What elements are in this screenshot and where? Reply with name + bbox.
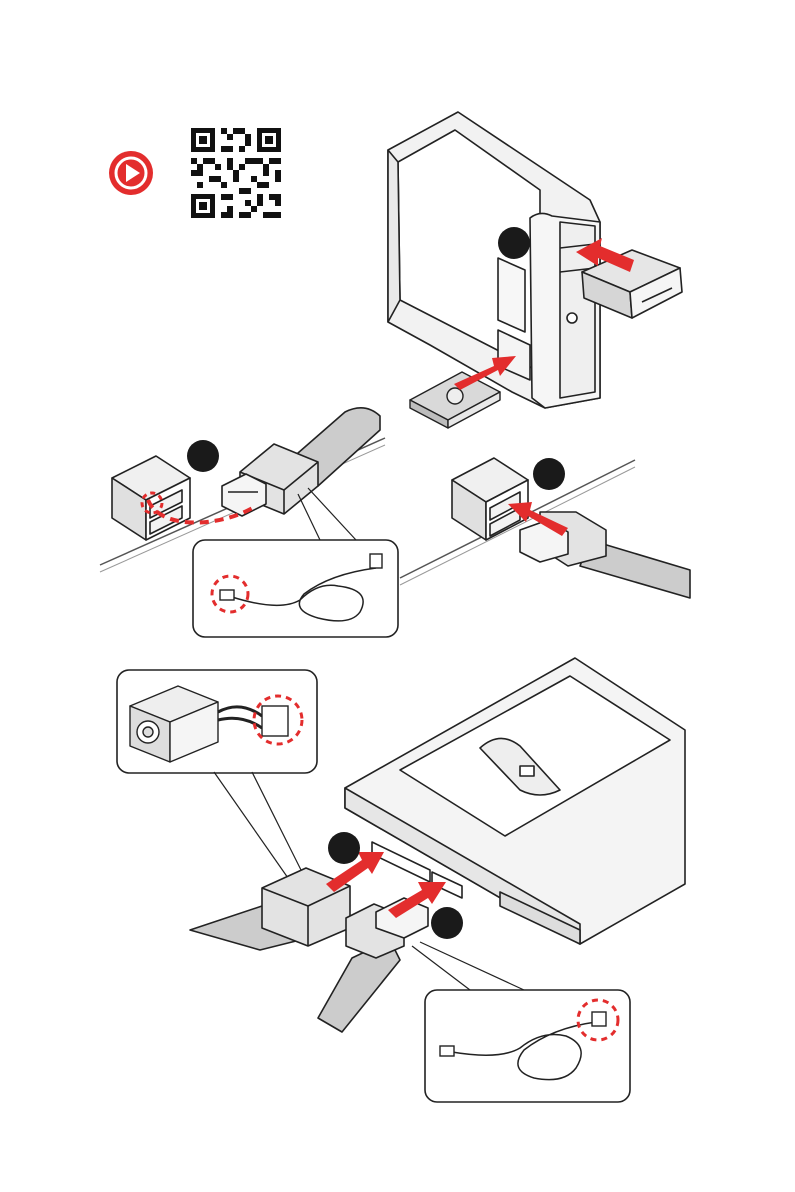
step-badge-5: [431, 907, 463, 939]
qr-code-icon[interactable]: [191, 128, 281, 218]
hard-drive-large: [345, 658, 685, 944]
cable-inset-left: [193, 540, 398, 637]
sata-port-block-right: [452, 458, 528, 540]
step-badge-1: [498, 227, 530, 259]
step-badge-2: [187, 440, 219, 472]
step-badge-4: [328, 832, 360, 864]
step-badge-3: [533, 458, 565, 490]
play-icon[interactable]: [109, 151, 153, 195]
cable-inset-bottom: [425, 990, 630, 1102]
sata-port-block-left: [112, 456, 190, 540]
hard-drive-small: [410, 372, 500, 428]
sata-power-cable: [190, 868, 350, 950]
psu-inset: [117, 670, 317, 773]
